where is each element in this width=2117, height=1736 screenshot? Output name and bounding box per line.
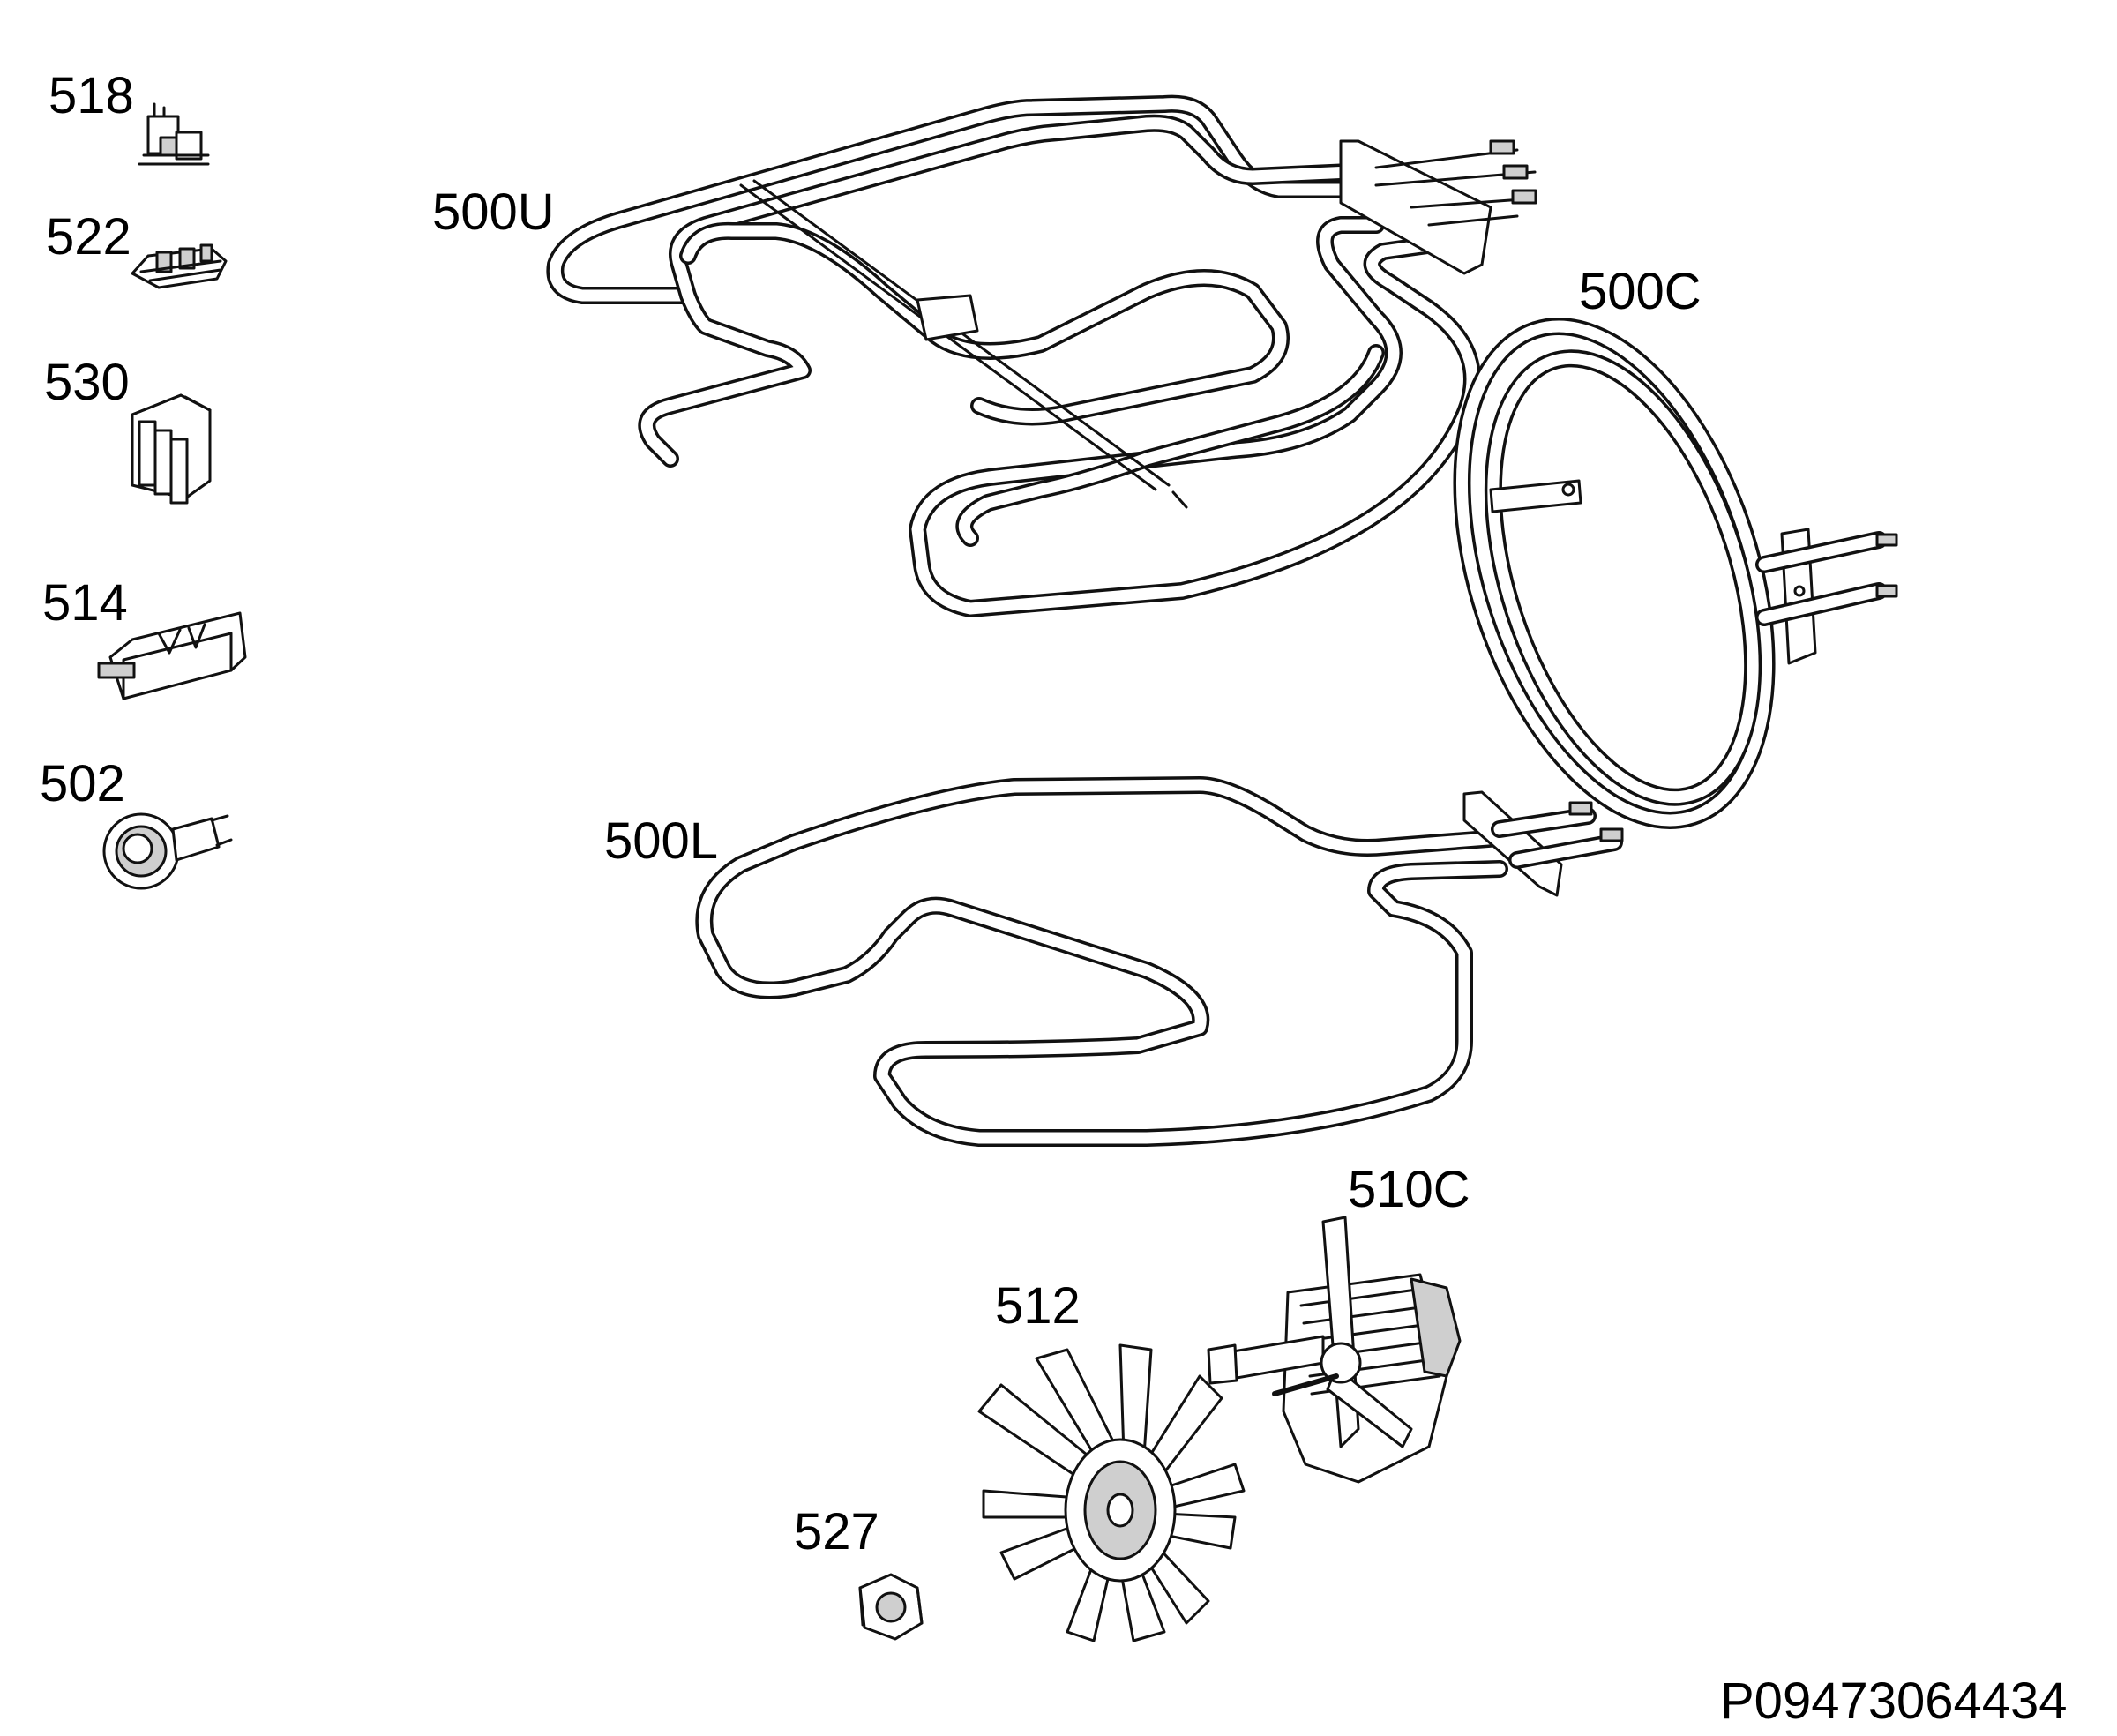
fan-blade-icon[interactable] xyxy=(977,1343,1246,1642)
connector-block-icon[interactable] xyxy=(131,393,212,505)
oven-lamp-icon[interactable] xyxy=(102,812,233,890)
part-label-510C: 510C xyxy=(1348,1161,1470,1218)
part-label-500U: 500U xyxy=(432,183,555,241)
part-label-530: 530 xyxy=(44,354,130,411)
fan-nut-icon[interactable] xyxy=(858,1573,924,1641)
part-label-518: 518 xyxy=(49,67,134,124)
part-label-522: 522 xyxy=(46,208,131,266)
fan-motor-icon[interactable] xyxy=(1207,1216,1462,1484)
part-label-502: 502 xyxy=(40,755,125,812)
part-label-527: 527 xyxy=(794,1503,879,1560)
circular-heating-element-icon[interactable] xyxy=(1405,288,1898,858)
upper-heating-element-icon[interactable] xyxy=(546,94,1537,617)
fuse-holder-icon[interactable] xyxy=(97,611,247,700)
part-label-500C: 500C xyxy=(1579,263,1702,320)
terminal-block-icon[interactable] xyxy=(131,243,228,289)
part-label-500L: 500L xyxy=(604,812,719,870)
thermostat-switch-icon[interactable] xyxy=(138,102,210,166)
part-label-512: 512 xyxy=(995,1277,1081,1335)
lower-heating-element-icon[interactable] xyxy=(695,776,1624,1147)
document-id: P09473064434 xyxy=(1720,1672,2068,1730)
part-label-514: 514 xyxy=(42,574,128,632)
